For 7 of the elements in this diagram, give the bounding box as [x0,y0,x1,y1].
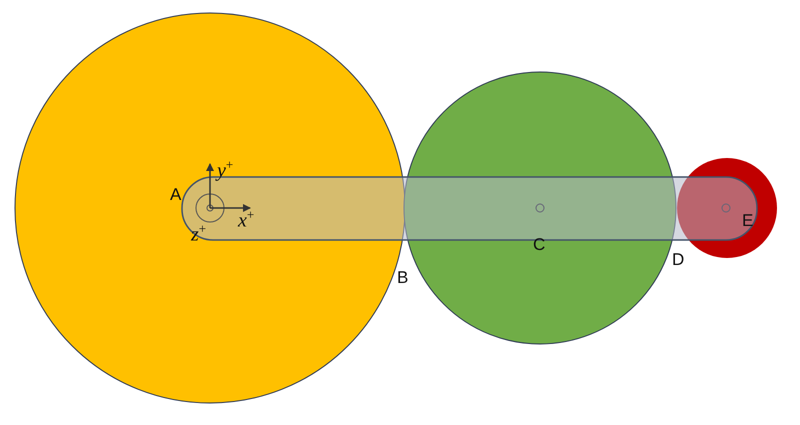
point-label: D [672,251,684,268]
point-label: B [397,269,408,286]
axis-label: y$^{+}$ [217,158,234,181]
axis-label: x$^{+}$ [238,208,254,231]
point-label: E [742,212,754,229]
point-label: A [170,186,182,203]
point-label: C [533,236,546,253]
